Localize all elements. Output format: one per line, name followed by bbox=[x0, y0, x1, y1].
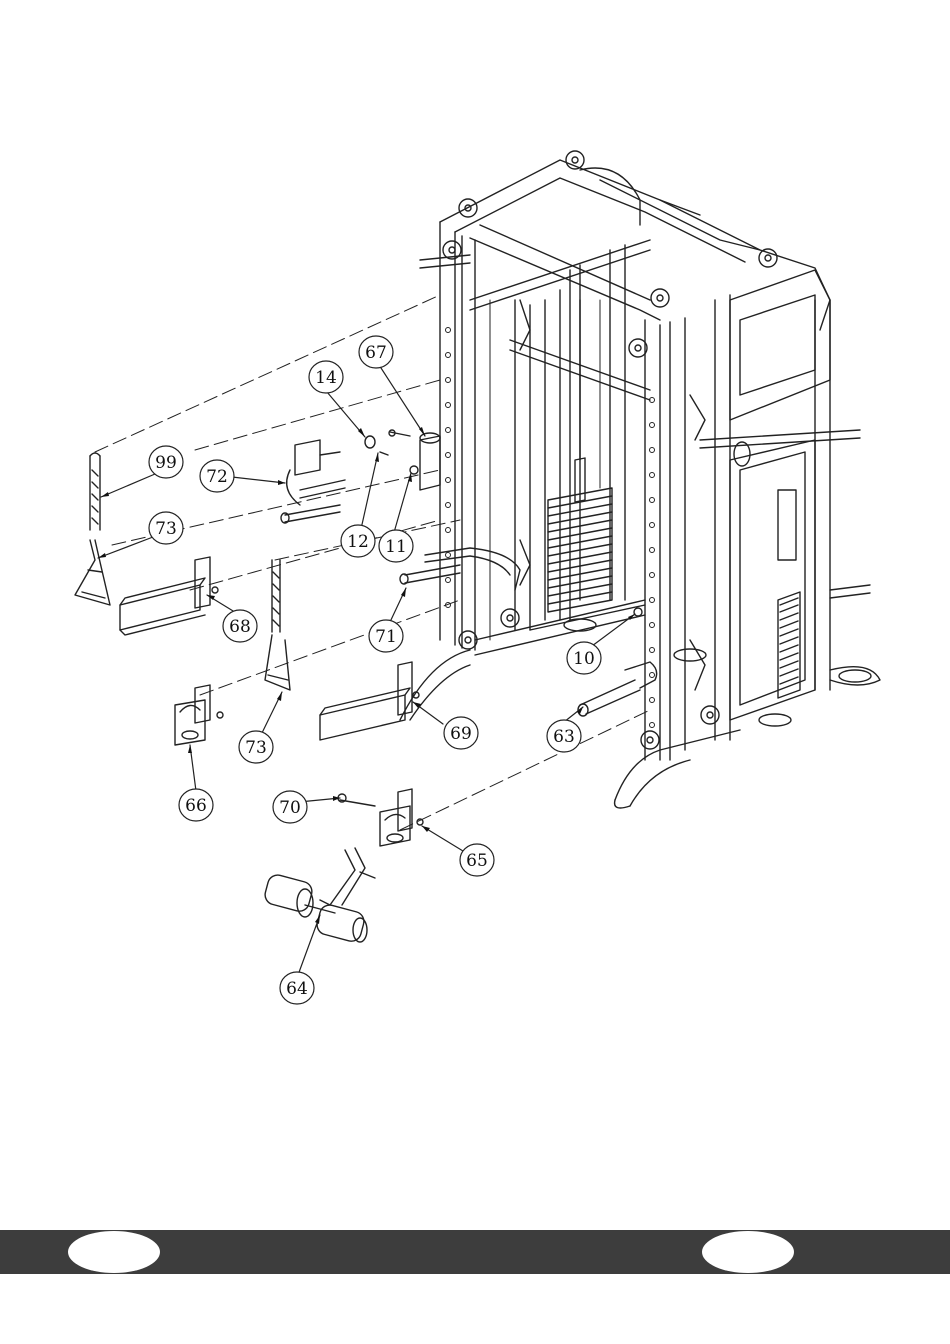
page-number-right bbox=[702, 1231, 794, 1273]
svg-text:73: 73 bbox=[155, 519, 177, 539]
part-65-bracket bbox=[380, 789, 423, 846]
machine-frame bbox=[400, 151, 880, 808]
svg-text:99: 99 bbox=[155, 453, 177, 473]
svg-text:68: 68 bbox=[229, 617, 251, 637]
svg-text:14: 14 bbox=[315, 368, 337, 388]
callout-10: 10 bbox=[567, 642, 601, 674]
svg-text:63: 63 bbox=[553, 727, 575, 747]
callout-arrowheads bbox=[98, 427, 635, 924]
callout-14: 14 bbox=[309, 361, 343, 393]
callouts: 14 67 99 72 73 12 11 68 71 10 73 69 63 6… bbox=[149, 336, 601, 1004]
part-10-knob bbox=[634, 608, 642, 616]
svg-text:64: 64 bbox=[286, 979, 308, 999]
callout-12: 12 bbox=[341, 525, 375, 557]
part-73-handle-upper bbox=[75, 540, 110, 605]
callout-65: 65 bbox=[460, 844, 494, 876]
svg-text:11: 11 bbox=[385, 537, 407, 557]
callout-67: 67 bbox=[359, 336, 393, 368]
part-99-strap bbox=[90, 453, 100, 530]
callout-99: 99 bbox=[149, 446, 183, 478]
part-72-dip-attachment bbox=[281, 440, 345, 523]
callout-73-upper: 73 bbox=[149, 512, 183, 544]
part-64-leg-roller bbox=[263, 848, 375, 943]
callout-70: 70 bbox=[273, 791, 307, 823]
svg-text:72: 72 bbox=[206, 467, 228, 487]
callout-71: 71 bbox=[369, 620, 403, 652]
callout-66: 66 bbox=[179, 789, 213, 821]
callout-72: 72 bbox=[200, 460, 234, 492]
svg-text:12: 12 bbox=[347, 532, 369, 552]
part-73-handle-lower bbox=[265, 560, 290, 690]
svg-text:73: 73 bbox=[245, 738, 267, 758]
callout-69: 69 bbox=[444, 717, 478, 749]
page-number-left bbox=[68, 1231, 160, 1273]
callout-11: 11 bbox=[379, 530, 413, 562]
part-68-arm bbox=[120, 557, 218, 635]
svg-text:10: 10 bbox=[573, 649, 595, 669]
part-66-holder bbox=[175, 685, 223, 745]
svg-text:66: 66 bbox=[185, 796, 207, 816]
svg-text:67: 67 bbox=[365, 343, 387, 363]
callout-68: 68 bbox=[223, 610, 257, 642]
svg-text:71: 71 bbox=[375, 627, 397, 647]
part-69-arm bbox=[320, 662, 419, 740]
callout-64: 64 bbox=[280, 972, 314, 1004]
svg-text:69: 69 bbox=[450, 724, 472, 744]
callout-73-lower: 73 bbox=[239, 731, 273, 763]
part-71-dip-bar bbox=[400, 548, 520, 590]
callout-63: 63 bbox=[547, 720, 581, 752]
part-70-pin bbox=[338, 794, 375, 806]
svg-text:65: 65 bbox=[466, 851, 488, 871]
svg-text:70: 70 bbox=[279, 798, 301, 818]
